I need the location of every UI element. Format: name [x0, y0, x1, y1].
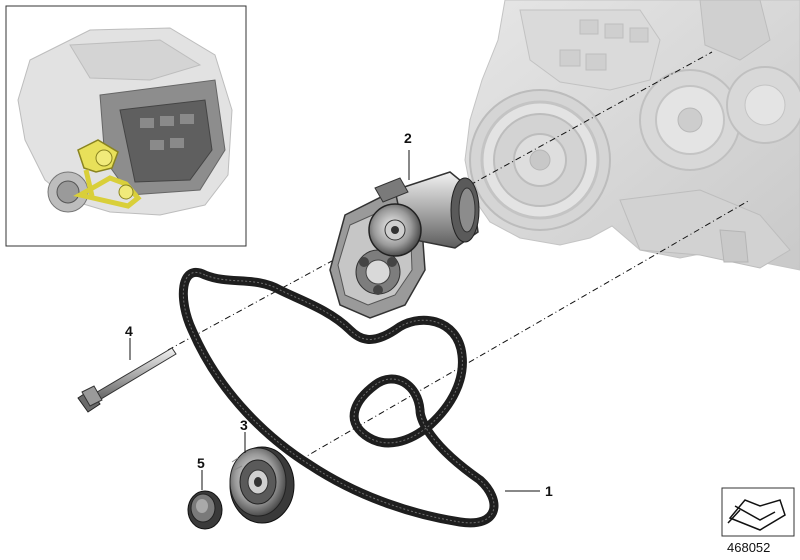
bolt [77, 347, 177, 413]
diagram-number: 468052 [727, 540, 771, 555]
callout-5: 5 [197, 455, 205, 471]
belt-tensioner [329, 171, 480, 319]
callout-leaders [129, 150, 540, 492]
arrow-diagram-icon [721, 487, 795, 537]
callout-2: 2 [404, 130, 412, 146]
callout-4: 4 [125, 323, 133, 339]
engine-overview-inset [5, 5, 247, 247]
engine-block-ghost [464, 0, 800, 271]
ribbed-v-belt [178, 268, 499, 528]
cap [187, 490, 223, 530]
callout-1: 1 [545, 483, 553, 499]
callout-3: 3 [240, 417, 248, 433]
idler-pulley [229, 446, 295, 524]
